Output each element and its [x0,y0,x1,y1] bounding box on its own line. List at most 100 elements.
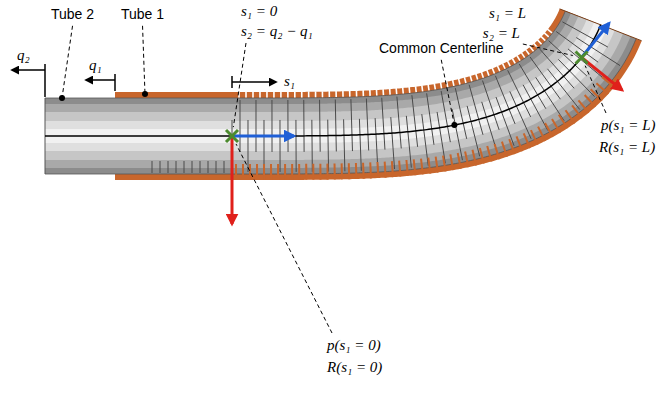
tooth [487,146,491,161]
slot [434,84,437,90]
tooth [270,164,272,180]
tooth [312,164,314,180]
slot [356,90,358,96]
tooth [355,163,358,179]
slot [152,161,153,173]
tooth [399,161,400,177]
tooth [256,164,258,180]
slot [496,97,514,146]
leader-line [233,43,246,127]
slot [526,50,530,55]
slot [521,53,524,58]
slot [517,56,520,61]
slot [359,119,361,171]
slot [301,91,303,97]
slot [469,85,483,135]
slot [216,161,217,173]
slot [342,91,344,97]
slot [351,99,353,151]
slot [328,91,330,97]
tooth [443,156,445,172]
leader-line [62,26,73,98]
slot [160,161,161,173]
slot [512,58,515,63]
slot [395,88,397,94]
slot [437,112,445,163]
tooth [263,164,265,180]
slot [208,161,209,173]
pose-label: p(s₁ = L) [600,116,657,134]
inner-tube-edge [45,11,565,98]
slot [421,85,423,91]
dots [59,91,457,128]
tooth [376,162,379,178]
tooth [596,83,608,94]
origin-cross [576,52,588,64]
slot [362,90,364,96]
slot [544,33,549,37]
tooth [559,115,568,128]
tooth [578,100,588,112]
slot [279,120,280,172]
slot [280,91,282,97]
tooth [392,161,393,177]
variable-label: q₁ [88,56,103,74]
tooth [465,151,468,167]
tooth [531,130,538,145]
slot [349,91,351,97]
slot [502,63,505,68]
slot [547,69,579,110]
slot [287,100,288,152]
inner-tube [45,25,601,136]
leader-line [585,66,606,113]
tooth [319,164,321,180]
centerline [45,25,601,136]
slot [168,161,169,173]
tick [231,76,233,88]
tooth [305,164,307,180]
slot [389,89,391,95]
slot [447,81,448,87]
pose-label: R(s₁ = L) [598,138,656,156]
slot [224,161,225,173]
frame-axis [232,135,294,138]
arc-length-label: s₂ = L [482,24,521,42]
inner-tube-edge [45,39,636,174]
tooth [572,105,582,118]
tooth [284,164,286,180]
tooth [480,148,484,164]
inner-tube [45,25,601,136]
slot [240,100,241,152]
tooth [509,139,514,154]
slot [547,29,552,33]
slot [397,97,401,149]
slot [455,88,466,139]
slot [537,40,541,44]
slot [427,93,434,144]
frame-origins [226,52,588,142]
inner-tube [45,25,601,136]
slot [427,84,429,90]
arc-length-label: s₁ = 0 [240,2,278,20]
slot [510,91,531,138]
slot [294,91,296,97]
pose-label: p(s₁ = 0) [326,336,382,354]
part-label: Tube 2 [50,6,95,23]
tooth [414,159,416,175]
slot [530,46,534,51]
slot [176,161,177,173]
arc-length-label: s₂ = q₂ − q₁ [240,22,314,40]
tooth [235,164,237,180]
leader-line [236,144,332,333]
slot [287,91,289,97]
frame-axis [231,136,234,224]
tooth [545,123,553,137]
origin-cross [226,130,238,142]
tooth [458,153,461,169]
tooth [436,157,438,173]
slot [295,120,296,172]
slot [376,90,378,96]
slot [255,100,256,152]
slot [259,91,261,97]
